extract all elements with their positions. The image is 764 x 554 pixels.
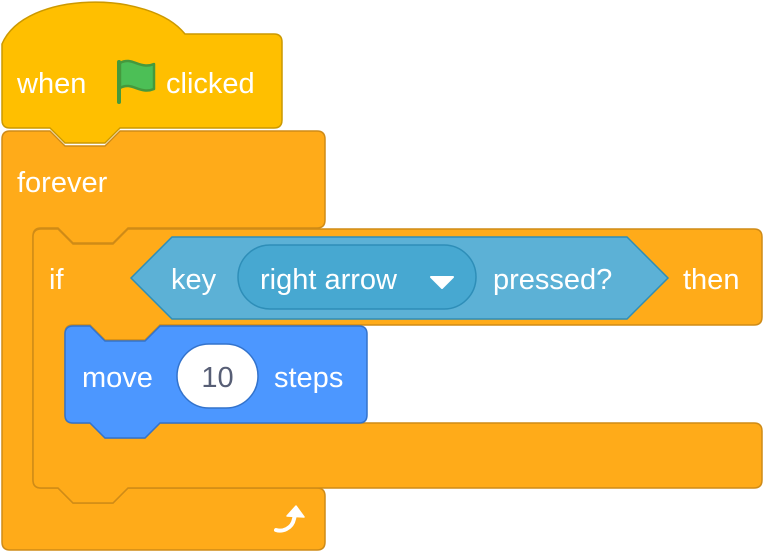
pressed-label: pressed? — [493, 264, 612, 296]
key-label: key — [171, 264, 217, 296]
key-dropdown-field — [237, 244, 477, 310]
if-then-block[interactable]: if then key right arrow pressed? — [32, 228, 763, 504]
green-flag-icon — [117, 59, 156, 104]
forever-block[interactable]: forever — [1, 130, 326, 551]
dropdown-caret-icon — [430, 276, 454, 289]
steps-label: steps — [274, 362, 343, 394]
steps-input-field — [176, 343, 259, 409]
then-label: then — [683, 264, 739, 296]
key-pressed-condition[interactable]: key right arrow pressed? — [129, 236, 670, 320]
when-label: when — [16, 68, 86, 100]
if-label: if — [49, 264, 64, 296]
key-dropdown[interactable]: right arrow — [237, 244, 477, 310]
loop-arrow-icon — [274, 505, 305, 533]
move-label: move — [82, 362, 153, 394]
when-flag-clicked-block[interactable]: when clicked — [1, 1, 283, 144]
key-dropdown-value: right arrow — [260, 264, 398, 296]
steps-input[interactable]: 10 — [176, 343, 259, 409]
forever-label: forever — [17, 167, 108, 199]
clicked-label: clicked — [166, 68, 255, 100]
move-steps-block[interactable]: move 10 steps — [64, 325, 368, 439]
steps-value[interactable]: 10 — [201, 362, 233, 394]
